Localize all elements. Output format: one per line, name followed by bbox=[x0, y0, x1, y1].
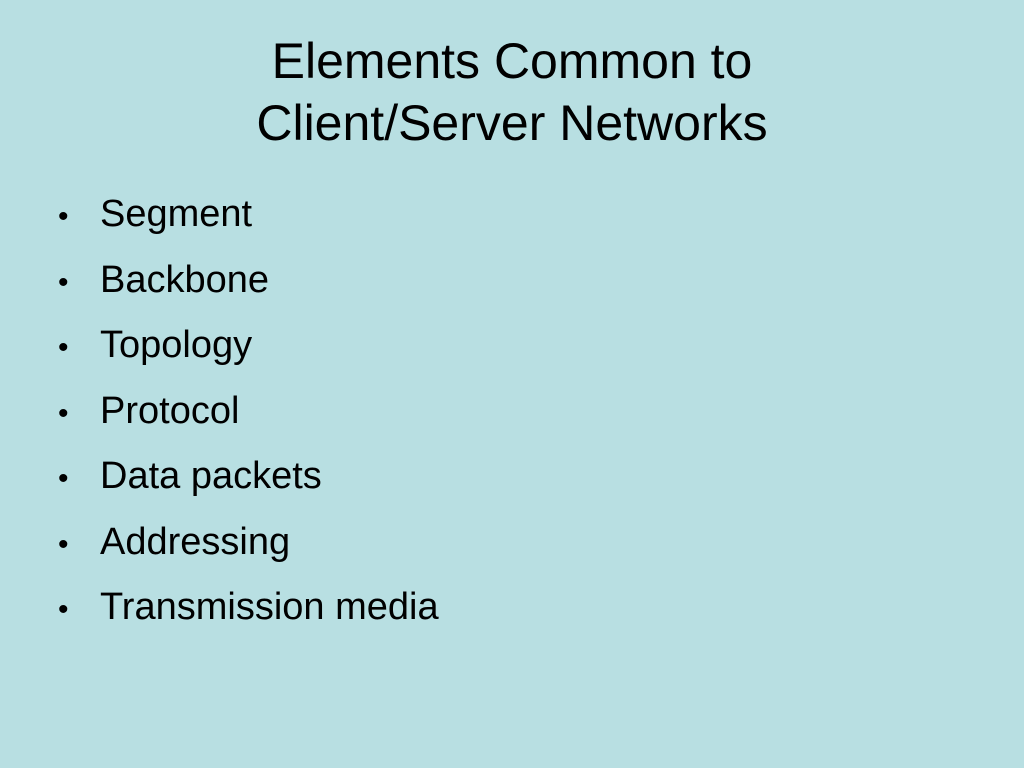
bullet-icon: • bbox=[58, 200, 69, 233]
slide-title-line-2: Client/Server Networks bbox=[256, 95, 768, 151]
bullet-text: Protocol bbox=[100, 389, 240, 432]
bullet-icon: • bbox=[58, 265, 69, 299]
bullet-text: Addressing bbox=[100, 520, 291, 563]
bullet-text: Topology bbox=[100, 324, 253, 366]
bullet-list: • Segment • Backbone • Topology • Protoc… bbox=[58, 186, 439, 645]
bullet-item-backbone: • Backbone bbox=[58, 252, 439, 318]
bullet-icon: • bbox=[58, 527, 69, 561]
bullet-item-topology: • Topology bbox=[58, 317, 439, 383]
bullet-icon: • bbox=[58, 593, 69, 626]
bullet-item-addressing: • Addressing bbox=[58, 514, 439, 580]
bullet-text: Data packets bbox=[100, 455, 322, 497]
bullet-item-transmission-media: • Transmission media bbox=[58, 579, 439, 645]
bullet-icon: • bbox=[58, 462, 69, 495]
bullet-item-protocol: • Protocol bbox=[58, 383, 439, 449]
bullet-icon: • bbox=[58, 396, 69, 430]
bullet-text: Transmission media bbox=[100, 586, 439, 628]
bullet-text: Backbone bbox=[100, 258, 270, 301]
bullet-item-data-packets: • Data packets bbox=[58, 448, 439, 514]
bullet-icon: • bbox=[58, 331, 69, 364]
slide-title-line-1: Elements Common to bbox=[271, 33, 753, 89]
bullet-text: Segment bbox=[100, 193, 253, 235]
slide-title: Elements Common to Client/Server Network… bbox=[0, 30, 1024, 154]
bullet-item-segment: • Segment bbox=[58, 186, 439, 252]
